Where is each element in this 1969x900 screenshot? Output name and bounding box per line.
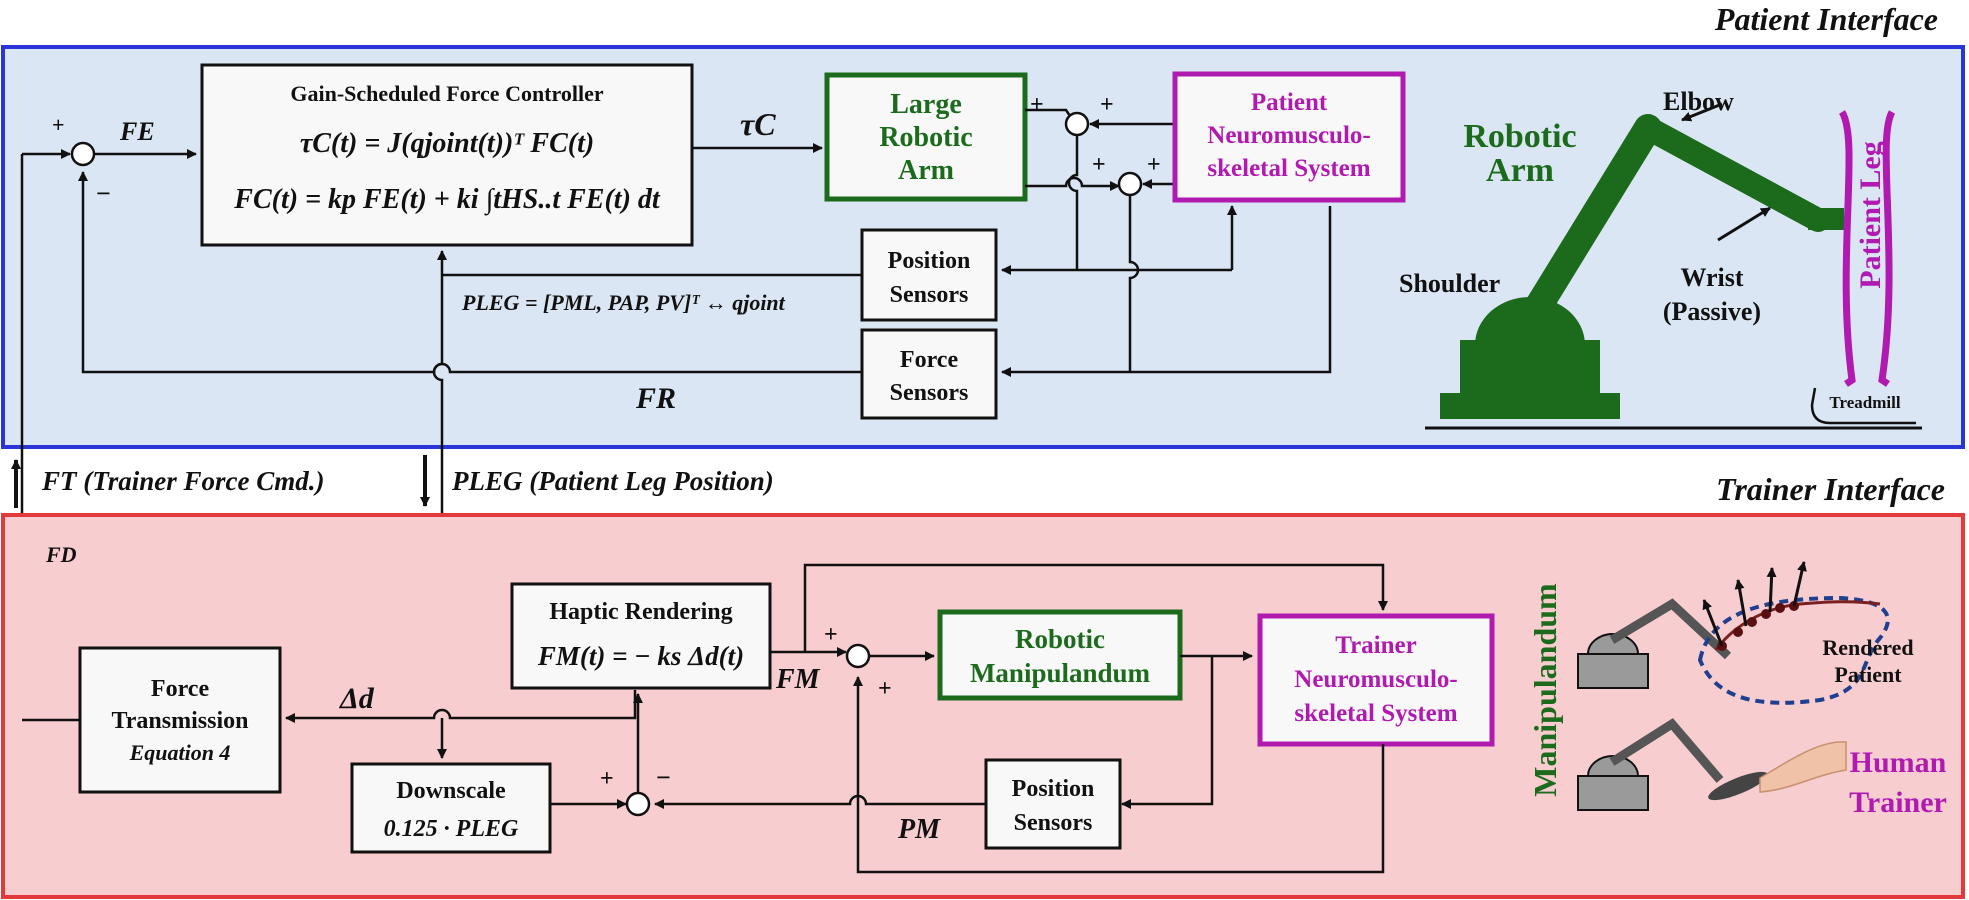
shoulder-label: Shoulder [1399, 269, 1500, 298]
patient-force-sensors-block [860, 328, 998, 420]
plus-sign: + [600, 766, 614, 792]
controller-eq1: τC(t) = J(qjoint(t))ᵀ FC(t) [300, 128, 594, 159]
large-robotic-arm-block [824, 72, 1028, 202]
force-trans-line1: Force [151, 676, 210, 702]
elbow-label: Elbow [1663, 87, 1734, 116]
tau-c-label: τC [740, 106, 776, 142]
controller-title: Gain-Scheduled Force Controller [290, 81, 604, 106]
force-trans-line3: Equation 4 [129, 740, 231, 765]
sum-junction-sensor [1117, 171, 1143, 197]
patient-nms-line2: Neuromusculo- [1207, 122, 1370, 149]
trainer-to-sum-loop [853, 676, 1385, 874]
fm-to-trainer-nms [803, 563, 1388, 652]
manipulandum-line1: Robotic [1015, 624, 1105, 654]
trainer-nms-block [1257, 613, 1495, 747]
plus-sign: + [1030, 92, 1044, 118]
sum-junction-delta [625, 791, 651, 817]
plus-sign: + [1092, 152, 1106, 178]
wrist-label-2: (Passive) [1663, 297, 1761, 326]
arrow-to-force-sensors [1001, 206, 1332, 377]
large-arm-line1: Large [890, 89, 962, 120]
downscale-line1: Downscale [396, 778, 506, 804]
fm-label: FM [775, 664, 821, 695]
trainer-pos-line1: Position [1012, 776, 1095, 802]
trainer-position-sensors-block [984, 758, 1122, 850]
haptic-rendering-block [510, 582, 772, 690]
trainer-nms-line3: skeletal System [1294, 700, 1457, 727]
force-trans-line2: Transmission [112, 708, 249, 734]
haptic-title: Haptic Rendering [549, 599, 732, 625]
wrist-label-1: Wrist [1680, 263, 1743, 292]
rendered-patient-line2: Patient [1834, 662, 1902, 687]
rendered-patient-line1: Rendered [1822, 635, 1913, 660]
plus-sign: + [52, 112, 65, 137]
force-sensors-line2: Sensors [890, 380, 969, 406]
trainer-nms-line2: Neuromusculo- [1294, 666, 1457, 693]
sum-junction-error [70, 141, 96, 167]
plus-sign: + [1100, 92, 1114, 118]
downscale-block [350, 762, 552, 854]
ft-label: FT (Trainer Force Cmd.) [41, 466, 325, 496]
pleg-equation: PLEG = [PML, PAP, PV]ᵀ ↔ qjoint [461, 290, 786, 315]
arm-to-sensor-sum [1025, 176, 1120, 191]
fe-label: FE [119, 117, 155, 146]
trainer-nms-line1: Trainer [1335, 632, 1416, 659]
pos-sensors-line2: Sensors [890, 282, 969, 308]
delta-d-line [285, 690, 637, 723]
sum-junction-fm [845, 643, 871, 669]
patient-nms-line3: skeletal System [1207, 155, 1370, 182]
patient-leg-label: Patient Leg [1854, 141, 1887, 288]
force-controller-block [200, 63, 694, 247]
minus-sign: − [656, 763, 671, 792]
plus-sign: + [1147, 152, 1161, 178]
manipulandum-illustration [1577, 561, 1890, 811]
minus-sign: − [96, 179, 111, 208]
human-trainer-line1: Human [1850, 746, 1947, 779]
plus-sign: + [878, 676, 892, 702]
fr-label: FR [635, 382, 676, 415]
sum-down-to-position [1067, 135, 1079, 270]
fd-label: FD [45, 542, 77, 567]
manipulandum-line2: Manipulandum [970, 658, 1151, 688]
plus-sign: + [824, 622, 838, 648]
trainer-pos-line2: Sensors [1014, 810, 1093, 836]
trainer-interface-panel [1, 513, 1965, 899]
patient-nms-block [1172, 71, 1406, 203]
pleg-label: PLEG (Patient Leg Position) [451, 466, 774, 496]
human-trainer-line2: Trainer [1849, 786, 1947, 819]
delta-d-label: Δd [339, 682, 375, 715]
pm-label: PM [897, 814, 941, 845]
manipulandum-to-position-sensors [1121, 656, 1214, 809]
downscale-line2: 0.125 · PLEG [384, 816, 519, 842]
treadmill-label: Treadmill [1829, 393, 1900, 412]
large-arm-line2: Robotic [879, 122, 972, 153]
large-arm-line3: Arm [898, 155, 954, 186]
robotic-arm-illustration [1425, 102, 1922, 430]
patient-interface-title: Patient Interface [1714, 1, 1938, 37]
controller-eq2: FC(t) = kp FE(t) + ki ∫tHS..t FE(t) dt [233, 184, 661, 216]
manipulandum-vertical-label: Manipulandum [1527, 583, 1563, 797]
force-transmission-block [78, 646, 282, 794]
pos-sensors-line1: Position [888, 248, 971, 274]
arm-to-sum [1025, 108, 1072, 117]
patient-nms-line1: Patient [1251, 89, 1328, 116]
force-sensors-line1: Force [900, 347, 959, 373]
robotic-arm-label-1: Robotic [1463, 118, 1576, 155]
pm-line [654, 794, 986, 809]
pleg-to-controller-line [432, 250, 447, 718]
robotic-arm-label-2: Arm [1486, 152, 1554, 189]
trainer-interface-title: Trainer Interface [1716, 471, 1945, 507]
haptic-equation: FM(t) = − ks Δd(t) [537, 641, 744, 671]
